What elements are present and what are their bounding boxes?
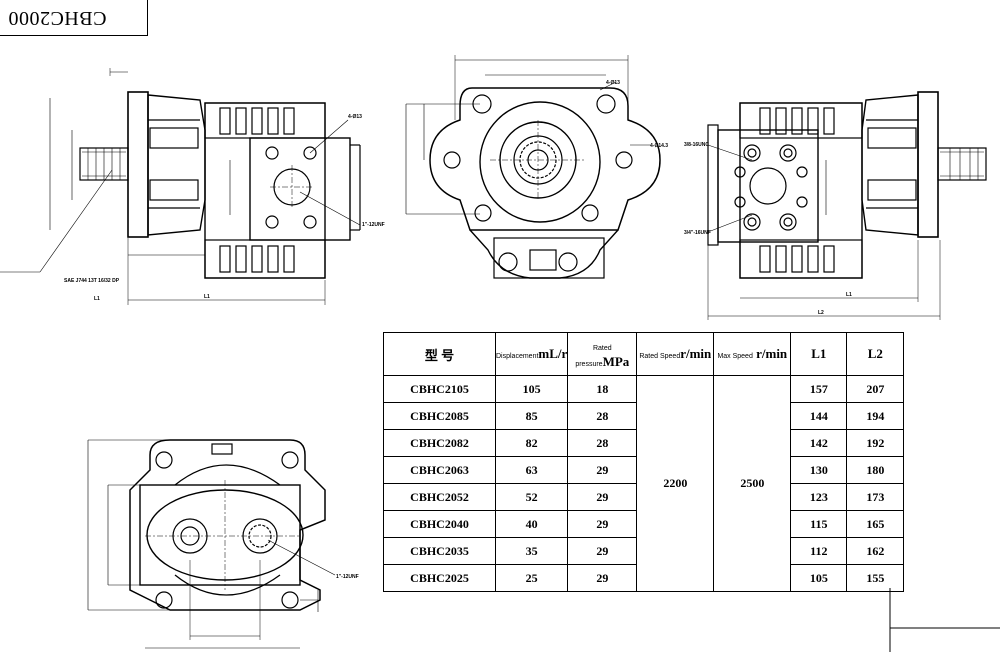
cell-model: CBHC2063 <box>383 456 496 484</box>
cell-displacement: 52 <box>494 483 569 511</box>
cell-displacement: 82 <box>494 429 569 457</box>
table-row: CBHC2105 105 18 2200 2500 157 207 <box>383 375 905 592</box>
cell-l1: 115 <box>790 510 848 538</box>
spec-table: 型 号 DisplacementmL/r Rated pressureMPa R… <box>383 332 905 592</box>
cell-pressure: 28 <box>567 402 638 430</box>
header-rated-pressure: Rated pressureMPa <box>567 332 638 376</box>
cell-l2: 165 <box>846 510 905 538</box>
cell-l2: 173 <box>846 483 905 511</box>
spline-note: SAE J744 13T 16/32 DP <box>64 278 120 284</box>
table-row: CBHC2040 40 29 115 165 <box>383 510 905 538</box>
header-max-speed: Max Speed r/min <box>713 332 792 376</box>
cell-pressure: 18 <box>567 375 638 403</box>
cell-pressure: 29 <box>567 483 638 511</box>
cell-displacement: 85 <box>494 402 569 430</box>
header-rated-speed: Rated Speedr/min <box>636 332 715 376</box>
dimension-label-l1-left: L1 <box>204 294 210 300</box>
cell-model: CBHC2040 <box>383 510 496 538</box>
thread-note-right-top: 3/8-16UNC <box>684 142 709 148</box>
cell-model: CBHC2052 <box>383 483 496 511</box>
cell-displacement: 63 <box>494 456 569 484</box>
bolt-holes-note: 4-Ø13 <box>606 80 620 86</box>
cell-displacement: 40 <box>494 510 569 538</box>
port-note-left: 1"-12UNF <box>362 222 385 228</box>
cell-l1: 123 <box>790 483 848 511</box>
cell-model: CBHC2105 <box>383 375 496 403</box>
cell-pressure: 29 <box>567 456 638 484</box>
cell-l2: 155 <box>846 564 905 592</box>
cell-pressure: 28 <box>567 429 638 457</box>
cell-model: CBHC2035 <box>383 537 496 565</box>
thread-note-right-bottom: 3/4"-16UNF <box>684 230 711 236</box>
cell-l1: 105 <box>790 564 848 592</box>
side-view-left <box>0 68 361 305</box>
header-displacement: DisplacementmL/r <box>494 332 569 376</box>
cell-l1: 142 <box>790 429 848 457</box>
dimension-label-l1-right: L1 <box>846 292 852 298</box>
cell-model: CBHC2082 <box>383 429 496 457</box>
header-l1: L1 <box>790 332 848 376</box>
dimension-label-l1: L1 <box>94 296 100 302</box>
dimension-label-l2-right: L2 <box>818 310 824 316</box>
cell-l2: 194 <box>846 402 905 430</box>
table-row: CBHC2025 25 29 105 155 <box>383 564 905 592</box>
hole-front-note: 4-Ø14.3 <box>650 143 668 149</box>
cell-model: CBHC2085 <box>383 402 496 430</box>
cell-displacement: 25 <box>494 564 569 592</box>
cell-rated-speed: 2200 <box>636 375 715 592</box>
table-row: CBHC2082 82 28 142 192 <box>383 429 905 457</box>
cell-displacement: 35 <box>494 537 569 565</box>
cell-displacement: 105 <box>494 375 569 403</box>
cell-pressure: 29 <box>567 510 638 538</box>
side-view-right <box>707 91 987 320</box>
cell-l1: 112 <box>790 537 848 565</box>
cell-pressure: 29 <box>567 564 638 592</box>
cell-l2: 192 <box>846 429 905 457</box>
front-view <box>405 55 661 279</box>
cell-l1: 144 <box>790 402 848 430</box>
table-header-row: 型 号 DisplacementmL/r Rated pressureMPa R… <box>383 332 905 376</box>
title-block: CBHC2000 <box>0 0 148 36</box>
cell-pressure: 29 <box>567 537 638 565</box>
cell-l2: 180 <box>846 456 905 484</box>
rear-view <box>87 439 336 649</box>
header-l2: L2 <box>846 332 905 376</box>
port-note-top: 4-Ø13 <box>348 114 362 120</box>
cell-model: CBHC2025 <box>383 564 496 592</box>
header-model: 型 号 <box>383 332 496 376</box>
cell-l1: 157 <box>790 375 848 403</box>
cell-l1: 130 <box>790 456 848 484</box>
cell-max-speed: 2500 <box>713 375 792 592</box>
cell-l2: 162 <box>846 537 905 565</box>
port-note-bottom: 1"-12UNF <box>336 574 359 580</box>
cell-l2: 207 <box>846 375 905 403</box>
table-row: CBHC2063 63 29 130 180 <box>383 456 905 484</box>
